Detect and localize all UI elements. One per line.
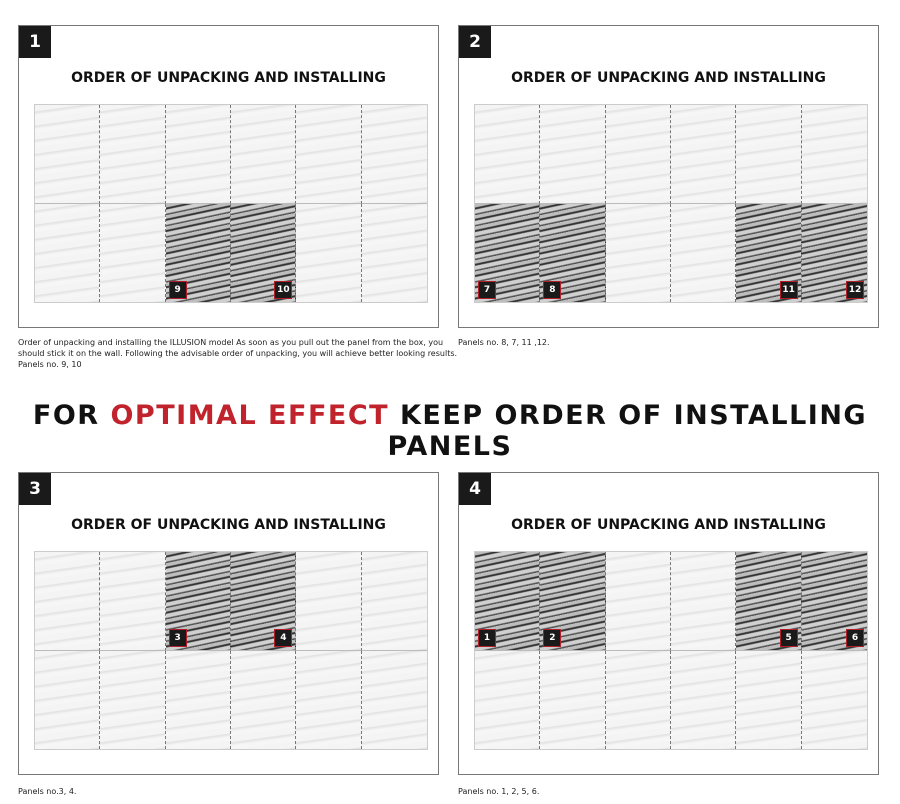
caption-line: should stick it on the wall. Following t…: [18, 349, 458, 358]
wall-panel: 6: [801, 552, 867, 651]
wall-panel: 11: [736, 203, 802, 302]
panel-number-tag: 12: [846, 281, 864, 299]
wall-diagram: 7 8 11 12: [474, 104, 868, 303]
wall-panel: [165, 650, 231, 749]
panel-number-tag: 7: [478, 281, 496, 299]
panel-number-tag: 9: [168, 281, 187, 299]
wall-panel: [671, 552, 737, 651]
headline: FOR OPTIMAL EFFECT KEEP ORDER OF INSTALL…: [0, 400, 900, 462]
headline-text: FOR: [32, 400, 111, 431]
panel-number-tag: 1: [478, 628, 496, 647]
panel-caption: Order of unpacking and installing the IL…: [18, 337, 457, 370]
wall-panel: [296, 203, 362, 302]
caption-line: Order of unpacking and installing the IL…: [18, 338, 444, 347]
step-number: 3: [19, 473, 51, 505]
wall-panel: 3: [165, 552, 231, 651]
panel-number-tag: 11: [779, 281, 798, 299]
caption-line: Panels no.3, 4.: [18, 787, 77, 796]
wall-panel: [100, 650, 166, 749]
wall-panel: [361, 203, 427, 302]
caption-line: Panels no. 1, 2, 5, 6.: [458, 787, 540, 796]
panel-number-tag: 3: [168, 628, 187, 647]
wall-panel: [671, 203, 737, 302]
step-number: 2: [459, 26, 491, 58]
panel-number-tag: 2: [543, 628, 562, 647]
step-panel-1: 1 ORDER OF UNPACKING AND INSTALLING 9 10: [18, 25, 439, 328]
panel-caption: Panels no. 8, 7, 11 ,12.: [458, 337, 550, 348]
wall-panel: 2: [540, 552, 606, 651]
caption-line: Panels no. 9, 10: [18, 360, 82, 369]
step-number: 4: [459, 473, 491, 505]
panel-number-tag: 4: [274, 628, 293, 647]
panel-title: ORDER OF UNPACKING AND INSTALLING: [71, 70, 386, 86]
wall-panel: 1: [475, 552, 541, 651]
caption-line: Panels no. 8, 7, 11 ,12.: [458, 338, 550, 347]
wall-panel: 12: [801, 203, 867, 302]
wall-panel: 10: [231, 203, 297, 302]
wall-panel: [231, 105, 297, 204]
panel-title: ORDER OF UNPACKING AND INSTALLING: [511, 70, 826, 86]
panel-caption: Panels no. 1, 2, 5, 6.: [458, 786, 539, 797]
panel-number-tag: 10: [274, 281, 293, 299]
wall-panel: 8: [540, 203, 606, 302]
panel-number-tag: 6: [846, 628, 864, 647]
wall-panel: [475, 650, 541, 749]
wall-panel: [801, 650, 867, 749]
wall-panel: [296, 650, 362, 749]
headline-text: KEEP ORDER OF INSTALLING PANELS: [387, 400, 868, 462]
wall-panel: [296, 105, 362, 204]
wall-panel: [100, 552, 166, 651]
wall-panel: [100, 203, 166, 302]
wall-panel: [736, 105, 802, 204]
wall-panel: 9: [165, 203, 231, 302]
step-number: 1: [19, 26, 51, 58]
headline-highlight: OPTIMAL EFFECT: [110, 400, 390, 431]
wall-panel: 4: [231, 552, 297, 651]
wall-panel: [540, 650, 606, 749]
wall-panel: [605, 650, 671, 749]
wall-panel: [35, 105, 101, 204]
wall-panel: [165, 105, 231, 204]
wall-panel: 5: [736, 552, 802, 651]
wall-panel: [605, 105, 671, 204]
wall-panel: [671, 650, 737, 749]
wall-panel: [361, 105, 427, 204]
step-panel-2: 2 ORDER OF UNPACKING AND INSTALLING 7 8 11 1…: [458, 25, 879, 328]
wall-diagram: 9 10: [34, 104, 428, 303]
wall-panel: [100, 105, 166, 204]
wall-panel: [605, 203, 671, 302]
wall-diagram: 1 2 5 6: [474, 551, 868, 750]
wall-panel: [540, 105, 606, 204]
wall-panel: [296, 552, 362, 651]
wall-panel: [35, 650, 101, 749]
wall-panel: [361, 552, 427, 651]
wall-panel: 7: [475, 203, 541, 302]
wall-panel: [35, 552, 101, 651]
panel-number-tag: 5: [779, 628, 798, 647]
wall-panel: [736, 650, 802, 749]
wall-panel: [361, 650, 427, 749]
wall-panel: [231, 650, 297, 749]
wall-panel: [475, 105, 541, 204]
wall-panel: [671, 105, 737, 204]
panel-title: ORDER OF UNPACKING AND INSTALLING: [71, 517, 386, 533]
step-panel-4: 4 ORDER OF UNPACKING AND INSTALLING 1 2 5 6: [458, 472, 879, 775]
wall-panel: [801, 105, 867, 204]
wall-panel: [605, 552, 671, 651]
panel-caption: Panels no.3, 4.: [18, 786, 76, 797]
panel-title: ORDER OF UNPACKING AND INSTALLING: [511, 517, 826, 533]
wall-panel: [35, 203, 101, 302]
panel-number-tag: 8: [543, 281, 562, 299]
